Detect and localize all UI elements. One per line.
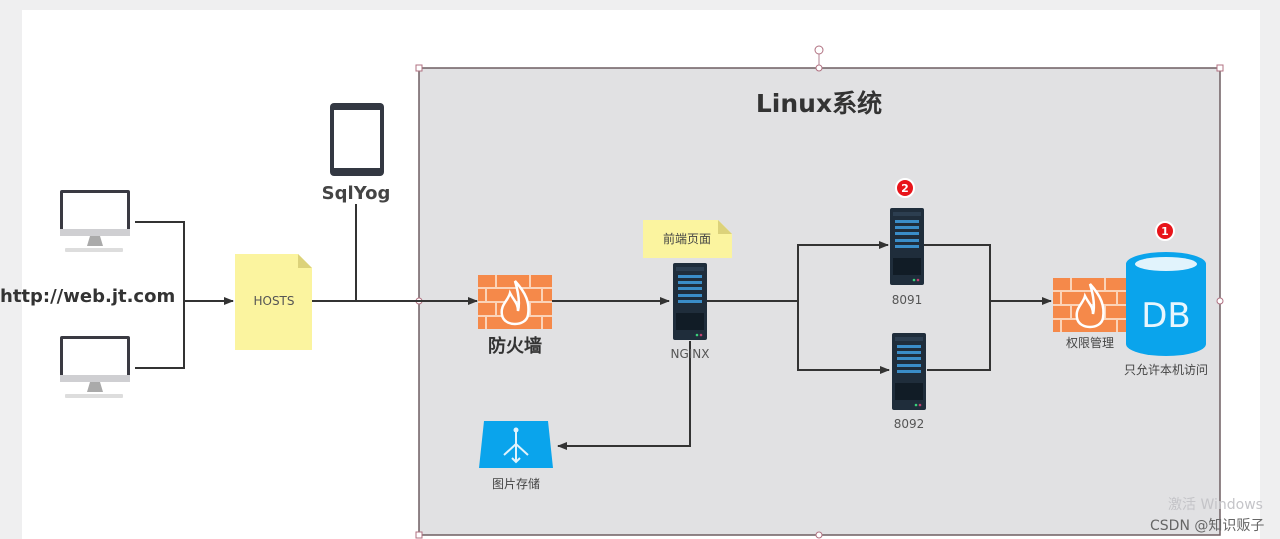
db-label: 只允许本机访问: [1124, 362, 1208, 377]
badge-1: [1155, 221, 1175, 241]
csdn-watermark: CSDN @知识贩子: [1150, 517, 1264, 534]
hosts-file-note[interactable]: [235, 254, 312, 350]
monitor-icon: [60, 190, 130, 252]
hosts-label: HOSTS: [253, 294, 294, 308]
note-fold: [718, 220, 732, 234]
database-icon: [1126, 252, 1206, 356]
connectors: [135, 204, 1052, 450]
selection-handles[interactable]: [415, 64, 1224, 539]
rotate-handle[interactable]: [814, 45, 824, 55]
note-fold: [298, 254, 312, 268]
container-title: Linux系统: [756, 89, 882, 118]
image-storage-icon: [479, 421, 553, 468]
badge-2-text: 2: [901, 182, 909, 195]
db-firewall-label: 权限管理: [1066, 335, 1114, 350]
db-firewall-icon: [1051, 276, 1129, 334]
server-8091-icon: [890, 208, 924, 285]
frontend-note-label: 前端页面: [663, 231, 711, 246]
server-8092-icon: [892, 333, 926, 410]
client-url-label: http://web.jt.com: [0, 286, 175, 307]
db-text: DB: [1141, 296, 1191, 336]
badge-1-text: 1: [1161, 225, 1169, 238]
frontend-note[interactable]: [643, 220, 732, 258]
windows-activation-watermark: 激活 Windows: [1168, 496, 1263, 513]
badge-2: [895, 178, 915, 198]
tablet-screen: [334, 110, 380, 168]
firewall-icon: [476, 273, 554, 331]
server-8091-label: 8091: [892, 293, 923, 307]
server-8092-label: 8092: [894, 417, 925, 431]
firewall-label: 防火墙: [488, 335, 542, 357]
monitor-icon: [60, 336, 130, 398]
sqlyog-label: SqlYog: [322, 183, 391, 204]
storage-label: 图片存储: [492, 476, 540, 491]
nginx-label: NGINX: [670, 347, 709, 361]
nginx-server-icon: [673, 263, 707, 340]
